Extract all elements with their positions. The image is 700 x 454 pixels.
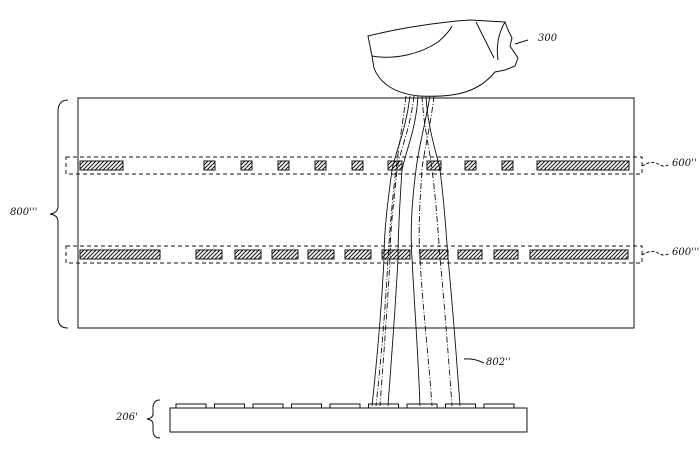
hatched-element: [529, 249, 629, 260]
light-ray: [421, 95, 453, 407]
sensor-pixel: [483, 403, 515, 409]
sensor-pixel: [329, 403, 361, 409]
hatched-element: [277, 160, 290, 171]
sensor-pixel-row: [175, 403, 515, 409]
sensor-pixel: [252, 403, 284, 409]
hatched-element: [493, 249, 519, 260]
hatched-element: [419, 249, 449, 260]
light-ray: [375, 95, 407, 407]
hatched-element: [203, 160, 216, 171]
leader-upper-layer: [641, 161, 671, 167]
sensor-pixel: [291, 403, 322, 409]
hatched-element: [307, 249, 335, 260]
hatched-element: [351, 160, 364, 171]
hatched-element: [387, 160, 403, 171]
label-device: 300: [538, 33, 558, 44]
stack-brace: [49, 99, 69, 329]
hatched-element: [240, 160, 253, 171]
sensor-pixel: [445, 403, 476, 409]
hatched-element: [314, 160, 327, 171]
label-upper-layer: 600'': [672, 158, 697, 169]
light-ray-bundle: [371, 95, 461, 407]
sensor-brace: [146, 399, 161, 439]
hatched-element: [195, 249, 223, 260]
stack-body: [77, 97, 635, 329]
lower-layer-elements: [79, 249, 629, 260]
device-300: [367, 19, 529, 97]
label-sensor: 206': [116, 412, 138, 423]
hatched-element: [426, 160, 442, 171]
label-light-rays: 802'': [486, 357, 511, 368]
leader-lower-layer: [641, 250, 671, 256]
sensor-pixel: [175, 403, 207, 409]
light-ray: [387, 95, 419, 407]
light-ray: [425, 95, 461, 407]
sensor-base: [169, 407, 528, 433]
sensor-pixel: [368, 403, 399, 409]
hatched-element: [381, 249, 411, 260]
hatched-element: [79, 160, 124, 171]
hatched-element: [536, 160, 630, 171]
hatched-element: [457, 249, 483, 260]
hatched-element: [344, 249, 372, 260]
sensor-pixel: [214, 403, 245, 409]
light-ray: [379, 95, 415, 407]
hatched-element: [271, 249, 299, 260]
light-ray: [418, 95, 435, 407]
light-ray: [410, 95, 431, 407]
hatched-element: [464, 160, 477, 171]
label-stack: 800''': [10, 207, 38, 218]
label-lower-layer: 600''': [672, 247, 700, 258]
sensor-pixel: [406, 403, 438, 409]
leader-light-rays: [463, 358, 485, 364]
hatched-element: [79, 249, 161, 260]
hatched-element: [234, 249, 262, 260]
upper-layer-elements: [79, 160, 630, 171]
hatched-element: [501, 160, 514, 171]
